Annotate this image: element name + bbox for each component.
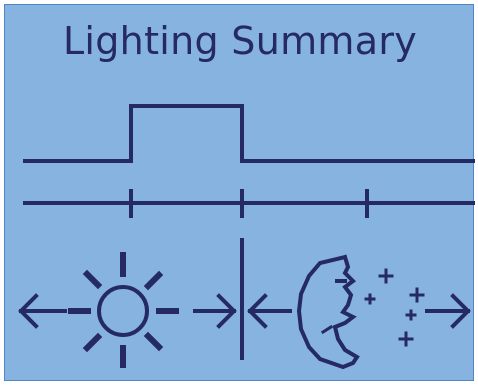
panel-title: Lighting Summary (62, 19, 418, 63)
arrow-left-icon (247, 293, 292, 329)
arrow-right-icon (425, 293, 471, 329)
light-schedule-pulse (23, 104, 475, 163)
lighting-diagram (18, 104, 475, 370)
stars-icon (364, 268, 425, 347)
arrow-left-icon (18, 293, 67, 329)
timeline (23, 189, 475, 218)
crescent-moon-face-icon (296, 254, 360, 370)
arrow-right-icon (193, 293, 237, 329)
sun-icon (68, 252, 179, 368)
lighting-summary-panel: Lighting Summary (4, 4, 475, 381)
